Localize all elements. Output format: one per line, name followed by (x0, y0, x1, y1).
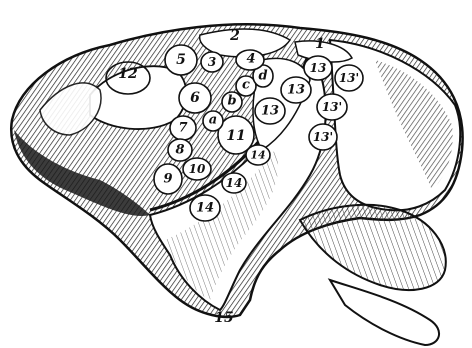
brainstem (330, 280, 439, 345)
label-a: a (209, 113, 217, 128)
label-5: 5 (176, 52, 186, 68)
label-8: 8 (175, 143, 184, 158)
label-2: 2 (229, 28, 240, 44)
label-13-prime-c: 13' (313, 130, 333, 144)
label-13-prime-a: 13' (339, 71, 359, 85)
label-13-a: 13 (310, 61, 327, 75)
label-13-c: 13 (261, 104, 279, 119)
label-13-prime-b: 13' (322, 100, 342, 114)
cerebellum (300, 205, 446, 290)
label-14-b: 14 (226, 176, 243, 190)
label-d: d (258, 69, 267, 84)
label-12: 12 (118, 66, 138, 82)
label-14-c: 14 (196, 201, 214, 216)
label-1: 1 (315, 36, 325, 52)
label-3: 3 (208, 55, 216, 69)
label-b: b (227, 94, 236, 109)
label-15: 15 (214, 310, 233, 326)
label-14-a: 14 (250, 149, 265, 162)
label-4: 4 (246, 52, 255, 67)
label-9: 9 (163, 172, 172, 187)
label-c: c (242, 78, 250, 93)
label-11: 11 (226, 128, 245, 144)
label-6: 6 (190, 90, 200, 106)
label-7: 7 (178, 121, 187, 136)
label-13-b: 13 (287, 83, 305, 98)
label-10: 10 (189, 162, 206, 176)
